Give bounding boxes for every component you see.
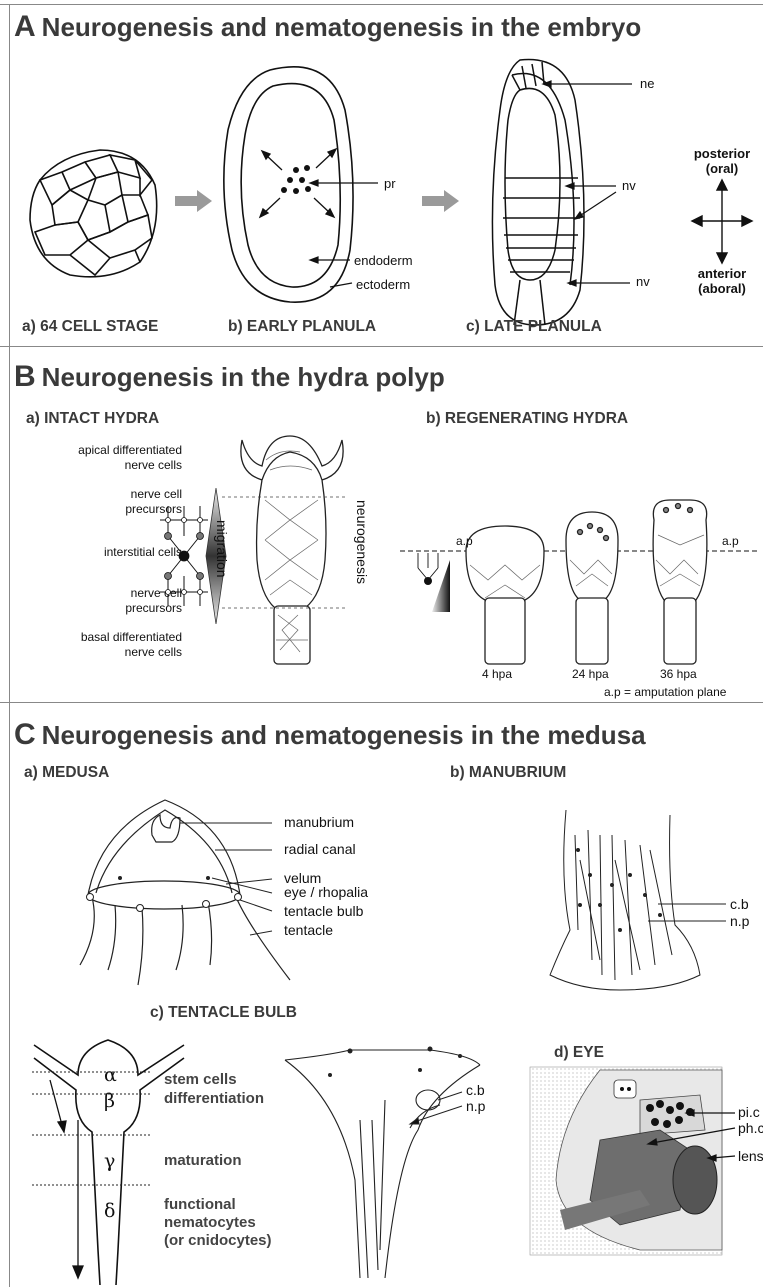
label-nematocytes: nematocytes	[164, 1214, 272, 1232]
label-manubrium-cb: c.b	[730, 896, 749, 912]
label-differentiation: differentiation	[164, 1089, 264, 1108]
label-maturation: maturation	[164, 1152, 242, 1169]
label-eye-pic: pi.c	[738, 1104, 760, 1120]
label-tentacle-bulb: tentacle bulb	[284, 903, 363, 919]
manubrium-pointers	[648, 904, 726, 921]
eye-micrograph	[530, 1067, 722, 1255]
greek-alpha: α	[104, 1064, 117, 1086]
label-functional-nematocytes: functionalnematocytes(or cnidocytes)	[164, 1196, 272, 1250]
label-eye-rhopalia: eye / rhopalia	[284, 884, 368, 900]
bulb-detail-cells	[328, 1047, 462, 1078]
label-eye-lens: lens	[738, 1148, 763, 1164]
greek-delta: δ	[104, 1200, 115, 1222]
label-eye-phc: ph.c	[738, 1120, 763, 1136]
bulb-zone-lines	[32, 1072, 152, 1185]
label-bulb-cb: c.b	[466, 1082, 485, 1098]
medusa	[80, 800, 290, 985]
label-manubrium: manubrium	[284, 814, 354, 830]
medusa-eyes	[118, 876, 210, 880]
label-stem-cells: stem cells	[164, 1070, 264, 1089]
label-tentacle: tentacle	[284, 922, 333, 938]
greek-gamma: γ	[104, 1150, 115, 1172]
tentacle-bulb-detail	[285, 1050, 480, 1278]
label-bulb-np: n.p	[466, 1098, 485, 1114]
medusa-pointer-lines	[180, 823, 272, 935]
label-manubrium-np: n.p	[730, 913, 749, 929]
manubrium	[550, 810, 700, 990]
label-radial-canal: radial canal	[284, 841, 356, 857]
label-functional: functional	[164, 1196, 272, 1214]
label-cnidocytes: (or cnidocytes)	[164, 1232, 272, 1250]
greek-beta: β	[104, 1090, 115, 1112]
